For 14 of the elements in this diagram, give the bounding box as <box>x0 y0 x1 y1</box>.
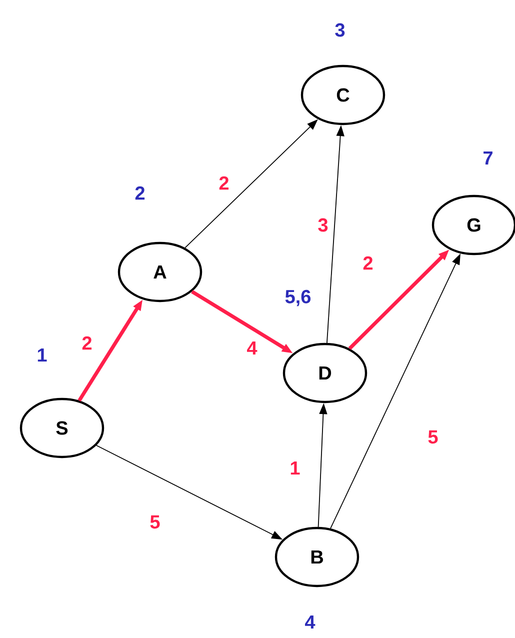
edge-label: 5 <box>148 514 162 530</box>
edge-label: 5 <box>426 429 440 445</box>
node-number: 7 <box>484 151 492 165</box>
edge-label: 2 <box>80 335 94 351</box>
edge-label: 2 <box>218 175 230 191</box>
node-number: 4 <box>305 615 316 629</box>
edge-label: 2 <box>362 255 374 271</box>
node-number: 1 <box>38 348 47 362</box>
edge-label: 3 <box>316 217 330 233</box>
node-number: 3 <box>335 23 345 37</box>
edge-label: 1 <box>288 460 302 476</box>
node-number: 5,6 <box>285 290 311 306</box>
edge-label: 4 <box>246 340 258 356</box>
node-number: 2 <box>135 186 145 200</box>
